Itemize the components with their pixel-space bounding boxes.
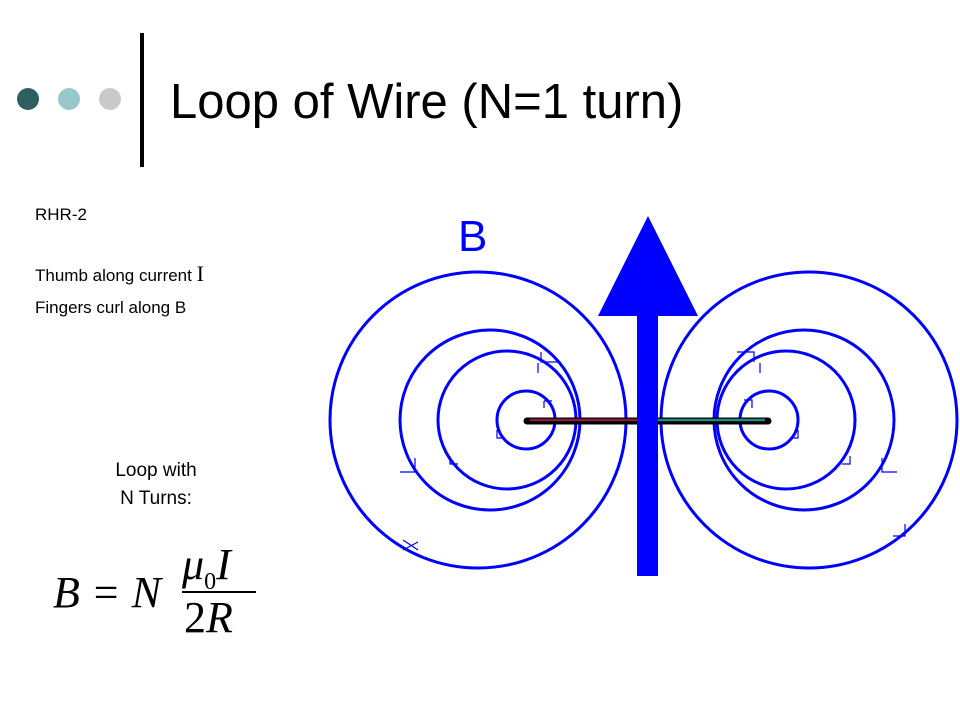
thumb-rule: Thumb along current I [35, 261, 204, 286]
formula-caption: Loop with N Turns: [76, 457, 236, 513]
b-field-arrow [598, 216, 698, 576]
arrowhead-right-2 [737, 351, 761, 373]
b-arrow-shaft [637, 312, 658, 576]
arrowhead-left-4 [449, 456, 458, 465]
fraction-bar [182, 591, 256, 593]
arrowhead-right-3 [790, 430, 799, 439]
arrowhead-left-2 [537, 352, 558, 373]
field-label: B [458, 212, 488, 261]
formula-mu: μ [182, 540, 205, 589]
accent-dot-dark [17, 88, 39, 110]
formula-caption-line1: Loop with [115, 460, 197, 481]
arrowhead-right-1 [744, 399, 753, 408]
arrowhead-left-1 [543, 400, 552, 408]
formula-denominator: 2R [184, 593, 233, 643]
formula-caption-line2: N Turns: [120, 488, 192, 509]
slide-title: Loop of Wire (N=1 turn) [170, 75, 684, 129]
arrowhead-left-3 [496, 430, 505, 439]
accent-dot-gray [99, 88, 121, 110]
rhr-label: RHR-2 [35, 205, 87, 224]
formula-mu-subscript: 0 [204, 568, 217, 595]
formula-radius: R [206, 593, 233, 642]
title-divider [140, 33, 144, 167]
direction-arrowheads [400, 351, 906, 551]
field-formula: B = N μ0I 2R [50, 540, 290, 650]
fingers-rule: Fingers curl along B [35, 298, 187, 317]
b-arrow-head [598, 216, 698, 316]
arrowhead-right-4 [842, 456, 851, 465]
arrowhead-right-5 [881, 458, 897, 473]
arrowhead-left-6 [402, 539, 419, 551]
thumb-rule-text: Thumb along current [35, 266, 197, 285]
arrowhead-right-6 [893, 524, 906, 537]
formula-two: 2 [184, 593, 206, 642]
formula-lhs: B = N [53, 568, 161, 617]
accent-dot-teal [58, 88, 80, 110]
arrowhead-left-5 [400, 458, 416, 473]
current-symbol: I [196, 261, 204, 286]
formula-numerator: μ0I [182, 540, 231, 607]
formula-current: I [216, 540, 231, 589]
